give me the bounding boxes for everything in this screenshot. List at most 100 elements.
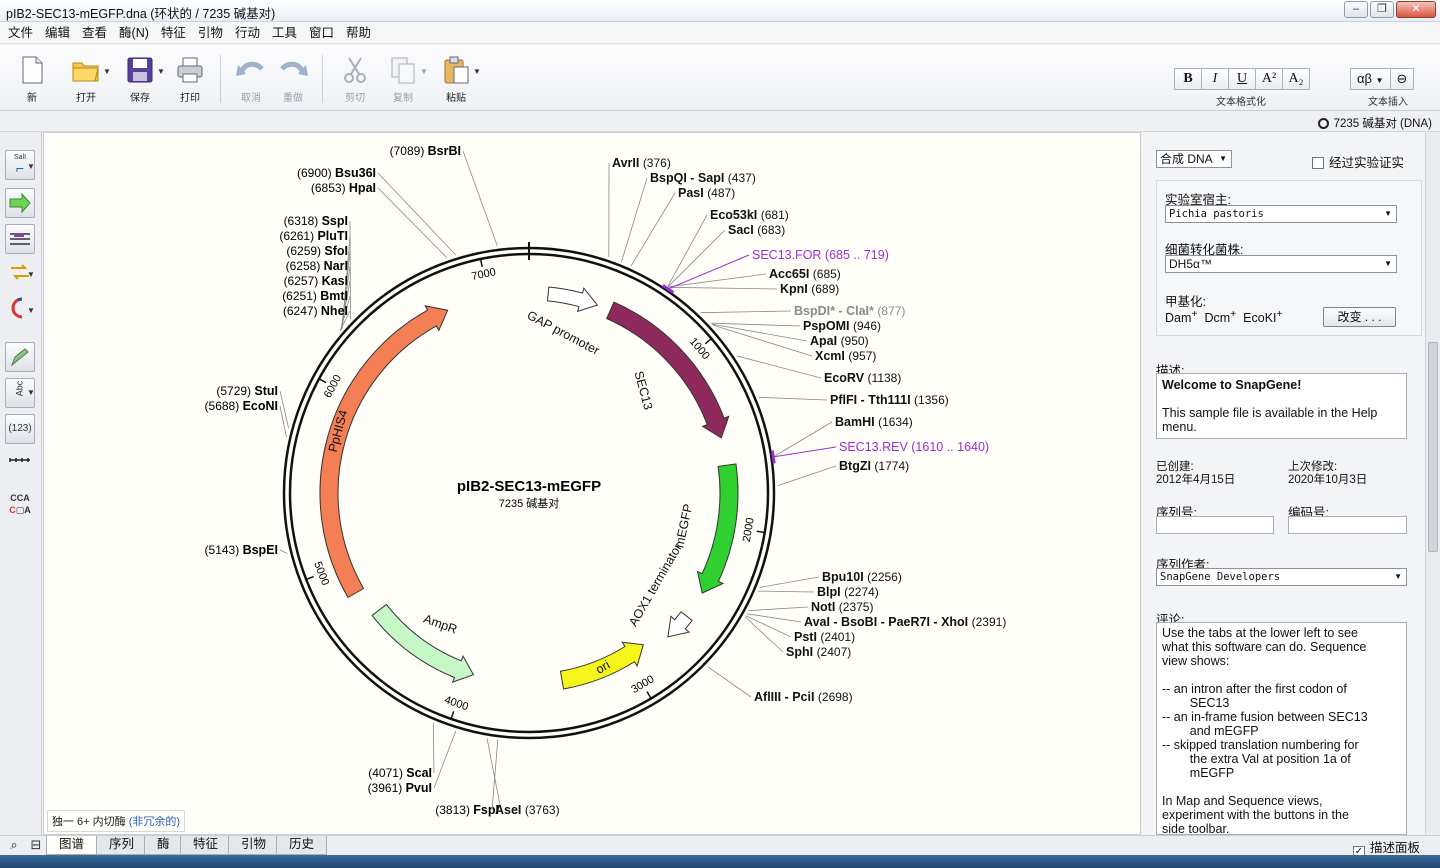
restriction-site-label[interactable]: Bpu10I (2256) [822,570,902,584]
feature-arrow[interactable] [559,641,644,690]
search-icon[interactable]: ⌕ [10,837,18,852]
menu-features[interactable]: 特征 [160,25,186,40]
code-number-input[interactable] [1288,516,1407,534]
restriction-site-label[interactable]: Eco53kI (681) [710,208,789,222]
tab-primers[interactable]: 引物 [228,836,280,855]
restriction-site-label[interactable]: SphI (2407) [786,645,851,659]
restriction-site-label[interactable]: PspOMI (946) [803,319,881,333]
highlight-button[interactable] [5,342,35,372]
primer-button[interactable] [5,224,35,254]
restriction-site-label[interactable]: (6900) Bsu36I [297,166,376,180]
print-button[interactable]: 打印 [168,51,212,107]
restriction-site-label[interactable]: (4071) ScaI [368,766,432,780]
restriction-site-label[interactable]: AvrII (376) [612,156,671,170]
underline-button[interactable]: U [1228,68,1256,90]
restriction-site-label[interactable]: (6853) HpaI [311,181,376,195]
restriction-site-label[interactable]: SacI (683) [728,223,785,237]
tab-enzymes[interactable]: 酶 [144,836,183,855]
nonredundant-link[interactable]: (非冗余的) [128,816,181,828]
bold-button[interactable]: B [1174,68,1202,90]
verified-checkbox[interactable]: 经过实验证实 [1312,152,1404,171]
numbering-button[interactable]: (123) [5,414,35,444]
primer-label[interactable]: SEC13.FOR (685 .. 719) [752,248,889,262]
restriction-site-label[interactable]: (6258) NarI [286,259,348,273]
description-panel-toggle[interactable]: ✓描述面板 [1352,837,1420,858]
split-view-icon[interactable]: ⊟ [30,837,42,852]
copy-button[interactable]: 复制 [381,51,425,107]
greek-insert-button[interactable]: αβ ▼ [1350,68,1391,90]
enzyme-choose-button[interactable]: SalI⌐ [5,150,35,180]
restriction-site-label[interactable]: (6259) SfoI [286,244,348,258]
save-dropdown-icon[interactable]: ▼ [157,67,165,76]
enzyme-set-footer[interactable]: 独一 6+ 内切酶 (非冗余的) [47,810,186,832]
restriction-site-label[interactable]: (6247) NheI [283,304,348,318]
restriction-site-label[interactable]: NotI (2375) [811,600,873,614]
menu-help[interactable]: 帮助 [345,25,371,40]
restriction-site-label[interactable]: AvaI - BsoBI - PaeR7I - XhoI (2391) [804,615,1006,629]
restriction-site-label[interactable]: BamHI (1634) [835,415,913,429]
restriction-site-label[interactable]: Acc65I (685) [769,267,841,281]
restore-button[interactable]: ❐ [1370,1,1394,18]
paste-button[interactable]: 粘贴 [434,51,478,107]
restriction-site-label[interactable]: AseI (3763) [495,803,560,817]
restriction-site-label[interactable]: (3961) PvuI [368,781,432,795]
menu-view[interactable]: 查看 [82,25,108,40]
menu-tools[interactable]: 工具 [271,25,297,40]
paste-dropdown-icon[interactable]: ▼ [473,67,481,76]
restriction-site-label[interactable]: (5729) StuI [216,384,278,398]
topology-dropdown-icon[interactable]: ▼ [27,306,35,315]
save-button[interactable]: 保存 [118,51,162,107]
restriction-site-label[interactable]: BspDI* - ClaI* (877) [794,304,905,318]
menu-window[interactable]: 窗口 [308,25,334,40]
superscript-button[interactable]: A² [1255,68,1283,90]
restriction-site-label[interactable]: (5143) BspEI [205,543,278,557]
orf-dropdown-icon[interactable]: ▼ [27,270,35,279]
restriction-site-label[interactable]: BlpI (2274) [817,585,879,599]
tab-sequence[interactable]: 序列 [96,836,148,855]
open-button[interactable]: 打开 [64,51,108,107]
primer-label[interactable]: SEC13.REV (1610 .. 1640) [839,440,989,454]
restriction-site-label[interactable]: (6261) PluTI [279,229,348,243]
primer-marker[interactable] [661,284,675,294]
restriction-site-label[interactable]: ApaI (950) [810,334,869,348]
restriction-site-label[interactable]: PflFI - Tth111I (1356) [830,393,949,407]
panel-scrollbar[interactable] [1425,132,1440,835]
restriction-site-label[interactable]: (6257) KasI [284,274,348,288]
undo-button[interactable]: 取消 [229,51,273,107]
menu-primers[interactable]: 引物 [197,25,223,40]
italic-button[interactable]: I [1201,68,1229,90]
restriction-site-label[interactable]: (6251) BmtI [282,289,348,303]
orf-button[interactable] [5,260,35,290]
enzyme-dropdown-icon[interactable]: ▼ [27,162,35,171]
restriction-site-label[interactable]: BspQI - SapI (437) [650,171,756,185]
feature-arrow[interactable] [371,603,475,683]
redo-button[interactable]: 重做 [271,51,315,107]
ruler-button[interactable] [5,450,35,480]
restriction-site-label[interactable]: AflIII - PciI (2698) [754,690,853,704]
feature-arrow[interactable] [319,305,449,599]
tab-map[interactable]: 图谱 [46,836,98,855]
restriction-site-label[interactable]: (6318) SspI [284,214,348,228]
serial-number-input[interactable] [1156,516,1274,534]
restriction-site-label[interactable]: PasI (487) [678,186,735,200]
menu-enzymes[interactable]: 酶(N) [119,25,149,40]
strain-select[interactable]: DH5α™▼ [1165,255,1397,273]
restriction-site-label[interactable]: (7089) BsrBI [390,144,461,158]
feature-arrow[interactable] [667,611,693,638]
restriction-site-label[interactable]: BtgZI (1774) [839,459,909,473]
change-methylation-button[interactable]: 改变 . . . [1323,307,1396,327]
restriction-site-label[interactable]: PstI (2401) [794,630,855,644]
text-label-dropdown-icon[interactable]: ▼ [27,388,35,397]
minimize-button[interactable]: – [1344,1,1368,18]
restriction-site-label[interactable]: (3813) FspI [435,803,499,817]
menu-edit[interactable]: 编辑 [45,25,71,40]
topology-button[interactable] [5,296,35,326]
restriction-site-label[interactable]: XcmI (957) [815,349,876,363]
restriction-site-label[interactable]: (5688) EcoNI [205,399,278,413]
feature-arrow[interactable] [606,301,730,439]
copy-dropdown-icon[interactable]: ▼ [420,67,428,76]
host-select[interactable]: Pichia pastoris▼ [1165,205,1397,223]
